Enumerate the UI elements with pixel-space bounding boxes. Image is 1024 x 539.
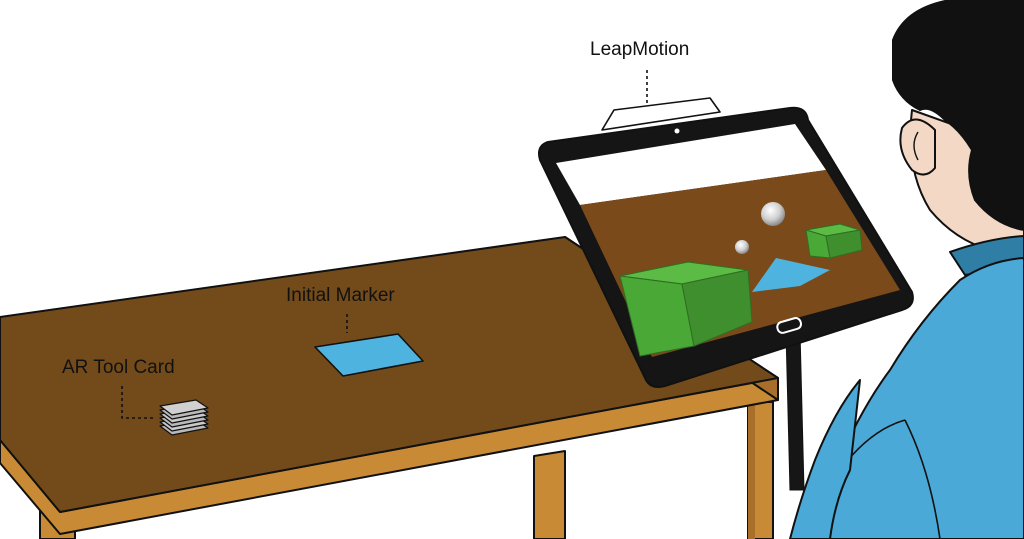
ar-tool-card-stack bbox=[159, 399, 209, 436]
tablet-camera bbox=[674, 128, 680, 134]
tablet-screen-sky bbox=[556, 124, 826, 205]
table-top bbox=[0, 236, 779, 513]
virtual-cube-small bbox=[805, 223, 863, 259]
person-hair bbox=[892, 0, 1024, 231]
tablet-stand-pole bbox=[785, 331, 805, 491]
virtual-cube-large bbox=[619, 261, 753, 357]
table-leg-front-middle bbox=[533, 450, 566, 539]
virtual-sphere-large bbox=[761, 202, 785, 226]
virtual-marker-plane bbox=[752, 258, 830, 292]
ar-tool-card-leader bbox=[121, 386, 156, 419]
person-arm bbox=[789, 379, 861, 539]
initial-marker-label: Initial Marker bbox=[286, 285, 395, 306]
tablet-home-button[interactable] bbox=[776, 317, 803, 334]
person bbox=[789, 0, 1024, 539]
initial-marker-card bbox=[314, 333, 424, 377]
ar-tool-card-label: AR Tool Card bbox=[62, 357, 175, 378]
virtual-sphere-small bbox=[735, 240, 749, 254]
tablet bbox=[538, 106, 914, 388]
leap-motion-label: LeapMotion bbox=[590, 39, 690, 60]
person-ear bbox=[899, 118, 936, 176]
leap-motion-sensor bbox=[601, 97, 721, 131]
